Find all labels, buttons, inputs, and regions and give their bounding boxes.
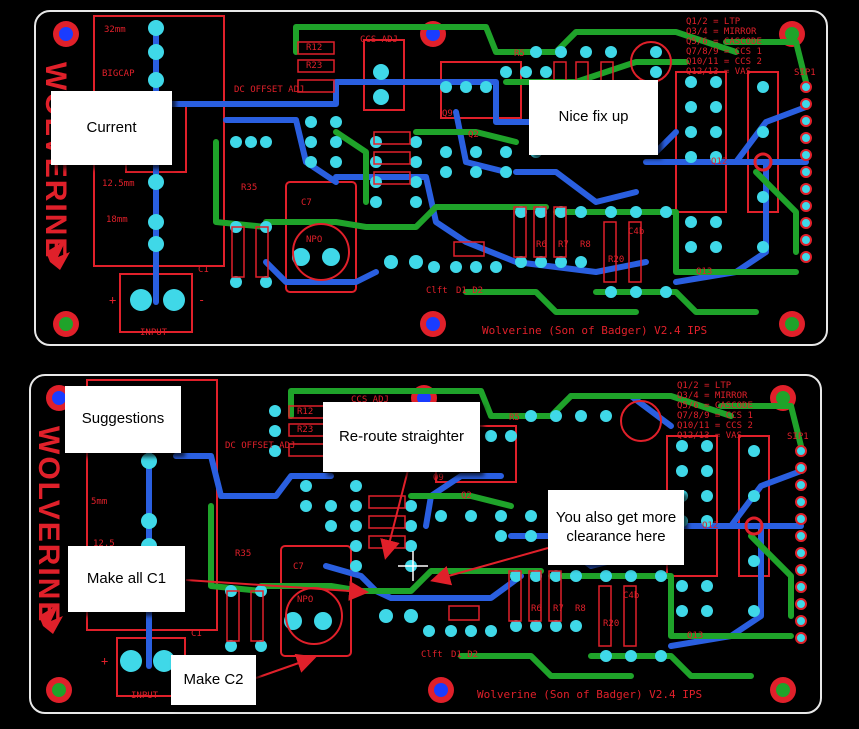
plus-label: +	[101, 654, 108, 668]
sip-label: SIP1	[787, 432, 809, 442]
legend-line: Q1/2 = LTP	[677, 381, 732, 391]
q13-label: Q13	[687, 631, 703, 641]
mount-holes	[53, 21, 805, 337]
sip-header	[795, 445, 807, 644]
wolverine-logo: WOLVERINE	[32, 426, 65, 634]
legend-line: Q3/4 = MIRROR	[677, 391, 748, 401]
pcb-layout-top: WOLVERINE 32mm BIGCAP 12.5mm 18mm INPUT …	[39, 15, 816, 338]
q12-label: Q12	[711, 157, 727, 167]
pcb-board-top: WOLVERINE 32mm BIGCAP 12.5mm 18mm INPUT …	[34, 10, 828, 346]
clft-label: Clft	[426, 286, 448, 296]
r6-label: R6	[531, 604, 542, 614]
legend-line: Q5/6 = CASCODE	[686, 37, 762, 47]
r5-label: R5	[514, 49, 525, 59]
legend-line: Q3/4 = MIRROR	[686, 27, 757, 37]
footer-text: Wolverine (Son of Badger) V2.4 IPS	[477, 688, 702, 701]
callout-nice-fix: Nice fix up	[529, 80, 658, 155]
callout-current: Current	[51, 91, 172, 165]
q9-label: Q9	[433, 473, 444, 483]
q13-label: Q13	[696, 267, 712, 277]
d1d2-label: D1 D2	[456, 286, 483, 296]
dim-label: 5mm	[91, 497, 107, 507]
dim-label: 18mm	[106, 215, 128, 225]
npo-label: NPO	[297, 595, 313, 605]
c4b-label: C4b	[628, 227, 644, 237]
r12-label: R12	[297, 407, 313, 417]
r35-label: R35	[241, 183, 257, 193]
r20-label: R20	[603, 619, 619, 629]
r5-label: R5	[509, 413, 520, 423]
r23-label: R23	[306, 61, 322, 71]
q9-label: Q9	[442, 109, 453, 119]
legend-line: Q12/13 = VAS	[677, 431, 742, 441]
plus-label: +	[109, 293, 116, 307]
dc-offset-label: DC OFFSET ADJ	[225, 441, 295, 451]
d1d2-label: D1 D2	[451, 650, 478, 660]
input-label: INPUT	[131, 691, 159, 701]
input-label: INPUT	[140, 328, 168, 338]
npo-label: NPO	[306, 235, 322, 245]
sip-label: SIP1	[794, 68, 816, 78]
r12-label: R12	[306, 43, 322, 53]
dc-offset-label: DC OFFSET ADJ	[234, 85, 304, 95]
silkscreen-labels: 32mm BIGCAP 12.5mm 18mm INPUT C1 + - DC …	[102, 17, 816, 338]
r20-label: R20	[608, 255, 624, 265]
silkscreen-labels: 5mm 12.5 INPUT C1 + - DC OFFSET ADJ CCS …	[91, 381, 809, 701]
dim-label: 12.5	[93, 539, 115, 549]
q2-label: Q2	[468, 130, 479, 140]
callout-suggestions: Suggestions	[65, 386, 181, 453]
dim-label: 32mm	[104, 25, 126, 35]
r35-label: R35	[235, 549, 251, 559]
q2-label: Q2	[461, 491, 472, 501]
dim-label: 12.5mm	[102, 179, 135, 189]
footer-text: Wolverine (Son of Badger) V2.4 IPS	[482, 324, 707, 337]
c7-label: C7	[293, 562, 304, 572]
legend-line: Q5/6 = CASCODE	[677, 401, 753, 411]
r8-label: R8	[580, 240, 591, 250]
callout-make-c1: Make all C1	[68, 546, 185, 612]
c7-label: C7	[301, 198, 312, 208]
bigcap-label: BIGCAP	[102, 69, 135, 79]
legend-line: Q7/8/9 = CCS 1	[677, 411, 753, 421]
c1-label: C1	[191, 629, 202, 639]
legend-line: Q10/11 = CCS 2	[686, 57, 762, 67]
q12-label: Q12	[702, 521, 718, 531]
logo-text: WOLVERINE	[32, 426, 65, 623]
legend-line: Q1/2 = LTP	[686, 17, 741, 27]
callout-reroute: Re-route straighter	[323, 402, 480, 472]
legend-line: Q12/13 = VAS	[686, 67, 751, 77]
r23-label: R23	[297, 425, 313, 435]
r7-label: R7	[558, 240, 569, 250]
r8-label: R8	[575, 604, 586, 614]
sip-header	[800, 81, 812, 263]
ccs-adj-label: CCS ADJ	[360, 35, 398, 45]
legend-line: Q7/8/9 = CCS 1	[686, 47, 762, 57]
legend-line: Q10/11 = CCS 2	[677, 421, 753, 431]
c4b-label: C4b	[623, 591, 639, 601]
minus-label: -	[198, 293, 205, 307]
callout-make-c2: Make C2	[171, 655, 256, 705]
ccs-adj-label: CCS ADJ	[351, 395, 389, 405]
r7-label: R7	[553, 604, 564, 614]
r6-label: R6	[536, 240, 547, 250]
c1-label: C1	[198, 265, 209, 275]
callout-clearance: You also get more clearance here	[548, 490, 684, 565]
clft-label: Clft	[421, 650, 443, 660]
